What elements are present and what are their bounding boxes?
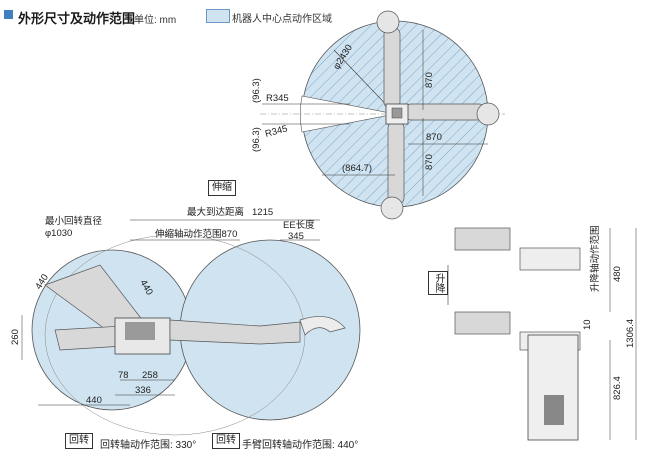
rotate-range: 回转轴动作范围: 330° — [100, 440, 197, 451]
top-r345-a: R345 — [266, 93, 289, 104]
wrist-box: 回转 — [212, 433, 240, 449]
side-view — [21, 219, 361, 436]
lift-arm-upper — [454, 227, 511, 251]
unit-label: 单位: mm — [134, 15, 177, 26]
side-d258: 258 — [142, 370, 158, 381]
rotate-box: 回转 — [65, 433, 93, 449]
top-arm-right — [404, 102, 500, 126]
top-dim-864: (864.7) — [342, 163, 372, 174]
top-r345-b: R345 — [264, 123, 289, 140]
side-ext-range: 伸缩轴动作范围870 — [155, 228, 237, 240]
wrist-range: 手臂回转轴动作范围: 440° — [242, 440, 359, 451]
side-min-rot-value: φ1030 — [45, 228, 72, 239]
side-min-rot-label: 最小回转直径 — [45, 215, 103, 227]
extend-box: 伸缩 — [208, 180, 236, 196]
top-dim-right: 870 — [426, 132, 442, 143]
lift-d480: 480 — [612, 266, 623, 282]
legend-swatch — [206, 9, 230, 23]
side-max-reach-label: 最大到达距离 — [187, 206, 244, 218]
lift-range-label: 升降轴动作范围 — [589, 225, 601, 292]
lift-box: 升降 — [428, 271, 448, 295]
side-arm-extended — [169, 316, 346, 345]
page-title: 外形尺寸及动作范围 — [18, 11, 136, 26]
side-d78: 78 — [118, 370, 129, 381]
side-d336: 336 — [135, 385, 151, 396]
lift-view — [447, 227, 637, 441]
top-arm-down — [380, 121, 405, 220]
lift-d826: 826.4 — [612, 376, 623, 400]
lift-d1306: 1306.4 — [625, 319, 636, 348]
top-dim-up: 870 — [424, 72, 435, 88]
top-offset-a: (96.3) — [251, 78, 262, 103]
side-d260: 260 — [10, 329, 21, 345]
side-ee-value: 345 — [288, 231, 304, 242]
title-marker — [4, 10, 13, 19]
top-offset-b: (96.3) — [251, 127, 262, 152]
lift-d10: 10 — [582, 319, 593, 330]
top-arm-up — [376, 10, 401, 109]
top-dim-down: 870 — [424, 154, 435, 170]
side-max-reach-value: 1215 — [252, 207, 273, 218]
top-view — [260, 10, 505, 220]
legend-label: 机器人中心点动作区域 — [232, 14, 332, 25]
top-dead-wedge — [300, 95, 396, 133]
lift-arm-lower — [454, 311, 511, 335]
side-d440-c: 440 — [86, 395, 102, 406]
side-ee-label: EE长度 — [283, 219, 315, 231]
